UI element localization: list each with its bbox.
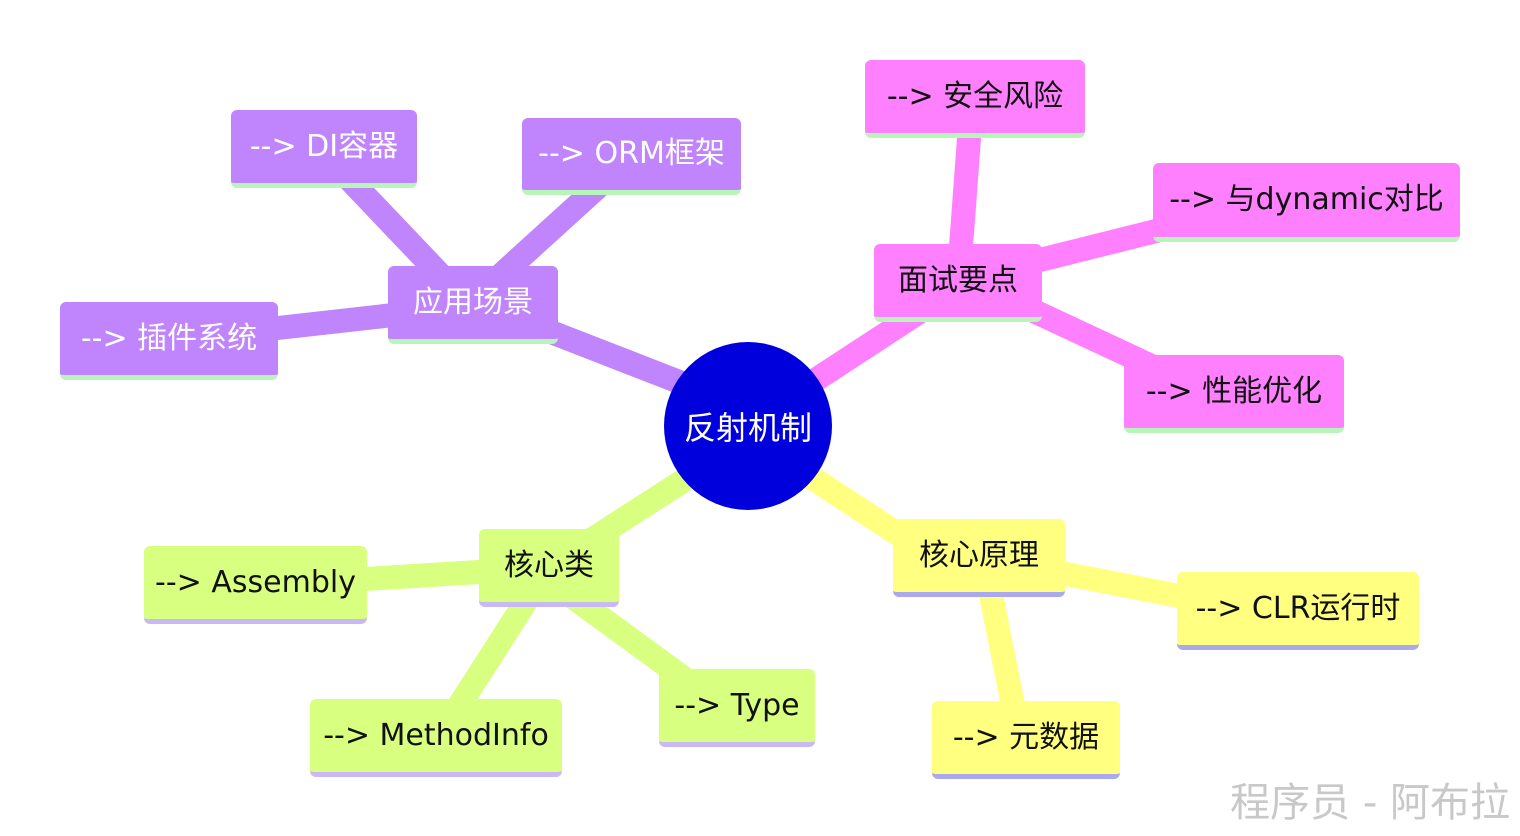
apps-child-di: --> DI容器 — [231, 110, 417, 188]
apps-child-orm: --> ORM框架 — [522, 118, 741, 195]
branch-interview: 面试要点 — [874, 244, 1042, 322]
interview-child-security: --> 安全风险 — [865, 60, 1085, 138]
interview-child-dynamic: --> 与dynamic对比 — [1153, 163, 1460, 242]
core-child-type: --> Type — [659, 669, 815, 747]
apps-child-plugin: --> 插件系统 — [60, 302, 278, 380]
edge-interview-security — [948, 113, 982, 272]
branch-apps: 应用场景 — [388, 266, 558, 344]
edge-principles-metadata — [978, 578, 1027, 727]
interview-child-perf: --> 性能优化 — [1124, 355, 1344, 433]
core-child-methodinfo: --> MethodInfo — [310, 699, 562, 777]
principles-child-clr: --> CLR运行时 — [1177, 572, 1419, 650]
root-node: 反射机制 — [664, 342, 832, 510]
branch-core-classes: 核心类 — [479, 529, 619, 607]
branch-principles: 核心原理 — [893, 519, 1065, 597]
core-child-assembly: --> Assembly — [144, 546, 367, 624]
watermark-text: 程序员 - 阿布拉 — [1230, 780, 1510, 826]
principles-child-metadata: --> 元数据 — [932, 701, 1120, 779]
